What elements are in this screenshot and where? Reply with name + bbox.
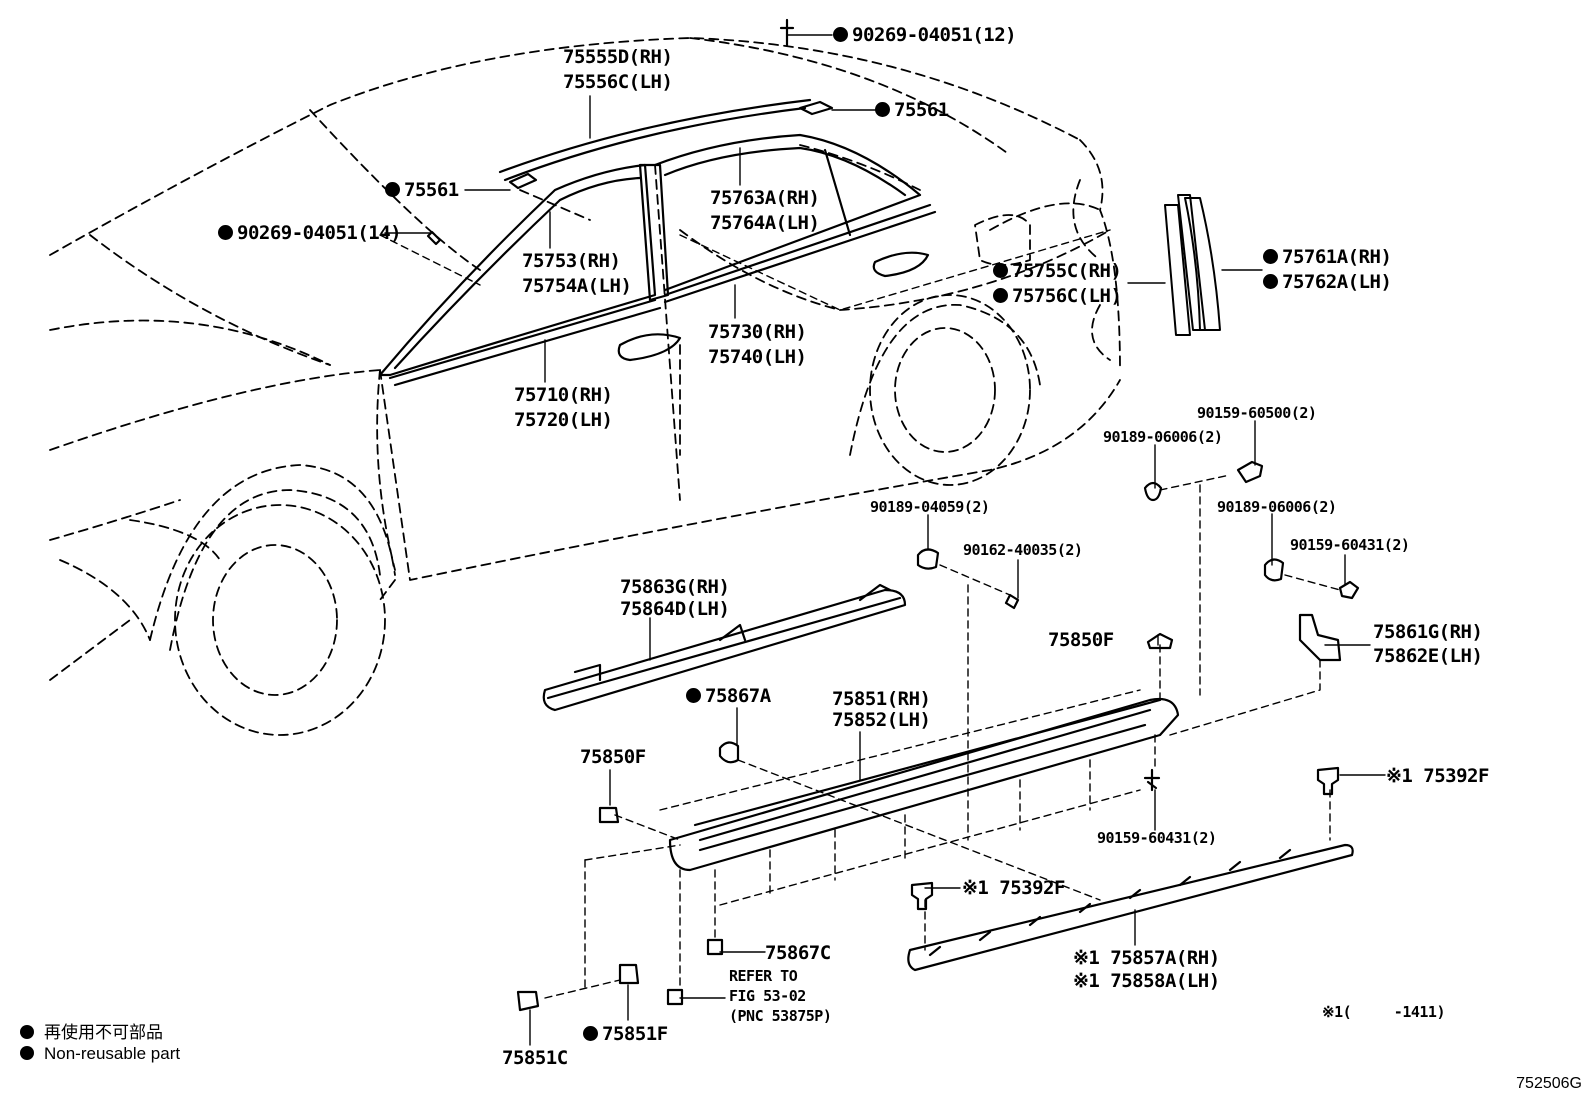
part-label-75756c: 75756C(LH) (993, 284, 1122, 308)
part-label-90162-40035: 90162-40035(2) (963, 541, 1083, 559)
non-reusable-icon (993, 263, 1008, 278)
part-label-75763a: 75763A(RH) (710, 187, 820, 209)
non-reusable-icon (20, 1025, 34, 1039)
legend-jp: 再使用不可部品 (20, 1018, 163, 1043)
refer-text-2: FIG 53-02 (729, 987, 806, 1005)
non-reusable-icon (20, 1046, 34, 1060)
footnote-1: ※1( -1411) (1322, 1003, 1445, 1021)
part-label-75555d: 75555D(RH) (563, 46, 673, 68)
legend-en: Non-reusable part (20, 1044, 180, 1064)
non-reusable-icon (218, 225, 233, 240)
rocker-panel-parts (516, 460, 1360, 1012)
part-label-75858a: ※1 75858A(LH) (1073, 970, 1220, 992)
part-label-90159-60431-a: 90159-60431(2) (1290, 536, 1410, 554)
part-label-75851: 75851(RH) (832, 688, 931, 710)
part-label-75740: 75740(LH) (708, 346, 807, 368)
part-label-75720: 75720(LH) (514, 409, 613, 431)
part-label-75867a: 75867A (686, 684, 771, 708)
part-label-75754a: 75754A(LH) (522, 275, 632, 297)
part-label-75862e: 75862E(LH) (1373, 645, 1483, 667)
part-label-90189-04059: 90189-04059(2) (870, 498, 990, 516)
window-moldings (378, 18, 937, 387)
part-label-90189-06006-a: 90189-06006(2) (1103, 428, 1223, 446)
refer-text-3: (PNC 53875P) (729, 1007, 832, 1025)
part-label-75556c: 75556C(LH) (563, 71, 673, 93)
part-label-75850f-right: 75850F (1048, 629, 1114, 651)
car-body-outline (49, 37, 1121, 736)
part-label-90269-04051-12: 90269-04051(12) (833, 23, 1017, 47)
part-label-75753: 75753(RH) (522, 250, 621, 272)
part-label-90189-06006-b: 90189-06006(2) (1217, 498, 1337, 516)
part-label-75755c: 75755C(RH) (993, 259, 1122, 283)
assembly-lines (379, 229, 1341, 999)
part-label-75851c: 75851C (502, 1047, 568, 1069)
part-label-75392f-mid: ※1 75392F (962, 877, 1065, 899)
part-label-75867c: 75867C (765, 942, 831, 964)
non-reusable-icon (993, 288, 1008, 303)
part-label-75857a: ※1 75857A(RH) (1073, 947, 1220, 969)
part-label-75852: 75852(LH) (832, 709, 931, 731)
part-label-75861g: 75861G(RH) (1373, 621, 1483, 643)
part-label-90159-60500: 90159-60500(2) (1197, 404, 1317, 422)
part-label-75863g: 75863G(RH) (620, 576, 730, 598)
part-label-75762a: 75762A(LH) (1263, 270, 1392, 294)
non-reusable-icon (686, 688, 701, 703)
refer-text-1: REFER TO (729, 967, 798, 985)
part-label-75392f-right: ※1 75392F (1386, 765, 1489, 787)
non-reusable-icon (1263, 274, 1278, 289)
part-label-75864d: 75864D(LH) (620, 598, 730, 620)
non-reusable-icon (583, 1026, 598, 1041)
figure-code: 752506G (1516, 1075, 1582, 1092)
non-reusable-icon (1263, 249, 1278, 264)
rear-pillar-garnish (1164, 194, 1221, 336)
part-label-75561-left: 75561 (385, 178, 459, 202)
part-label-75730: 75730(RH) (708, 321, 807, 343)
part-label-90159-60431-b: 90159-60431(2) (1097, 829, 1217, 847)
part-label-75850f-left: 75850F (580, 746, 646, 768)
part-label-75851f: 75851F (583, 1022, 668, 1046)
part-label-75561-top: 75561 (875, 98, 949, 122)
non-reusable-icon (833, 27, 848, 42)
part-label-75710: 75710(RH) (514, 384, 613, 406)
part-label-90269-04051-14: 90269-04051(14) (218, 221, 402, 245)
part-label-75761a: 75761A(RH) (1263, 245, 1392, 269)
leader-lines (384, 34, 1386, 1046)
non-reusable-icon (385, 182, 400, 197)
non-reusable-icon (875, 102, 890, 117)
part-label-75764a: 75764A(LH) (710, 212, 820, 234)
